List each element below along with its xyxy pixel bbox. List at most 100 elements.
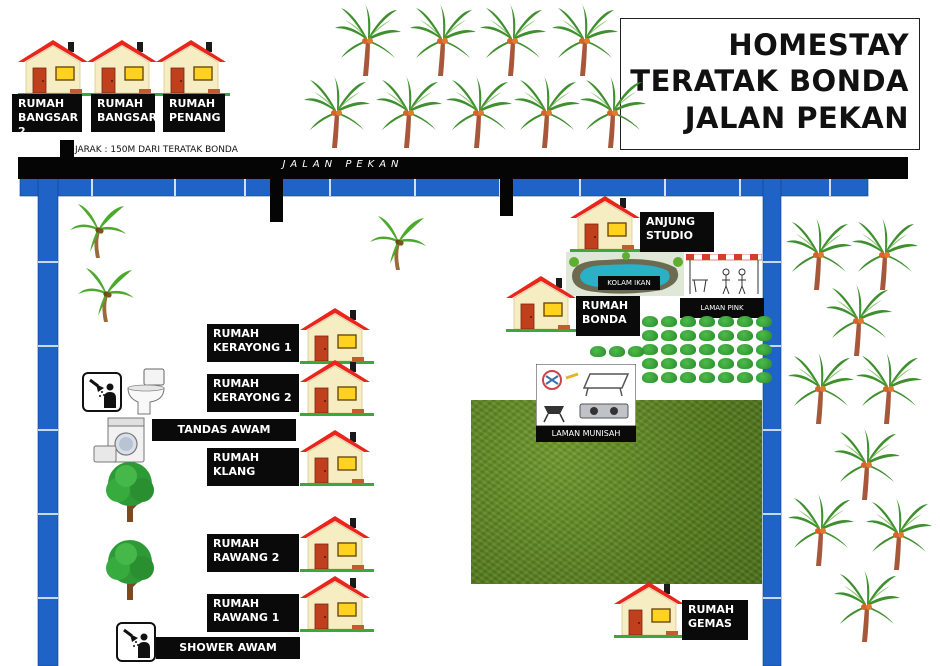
house-icon — [87, 39, 161, 96]
palm-tree-icon — [834, 428, 900, 500]
label-kolam-ikan: KOLAM IKAN — [598, 276, 660, 290]
coconut-tree-icon — [78, 268, 134, 322]
washing-machine-icon — [93, 417, 145, 463]
label-shower-awam: SHOWER AWAM — [156, 637, 300, 659]
road-connector — [500, 176, 513, 216]
market-stall-icon — [686, 254, 762, 295]
palm-tree-icon — [580, 76, 646, 148]
shrub-icon — [661, 330, 677, 341]
shrub-icon — [737, 372, 753, 383]
distance-note: JARAK : 150M DARI TERATAK BONDA — [75, 145, 238, 155]
palm-tree-icon — [335, 4, 401, 76]
shrub-icon — [642, 372, 658, 383]
shrub-icon — [661, 344, 677, 355]
shrub-icon — [628, 346, 644, 357]
shrub-icon — [718, 344, 734, 355]
toilet-icon — [127, 368, 165, 415]
shrub-icon — [642, 344, 658, 355]
road-name: JALAN PEKAN — [282, 159, 404, 170]
shrub-icon — [699, 344, 715, 355]
title-line-1: HOMESTAY — [728, 28, 909, 62]
table-icon — [582, 373, 630, 397]
label-laman-munisah: LAMAN MUNISAH — [536, 426, 636, 442]
shrub-icon — [718, 316, 734, 327]
bush-tree-icon — [104, 462, 156, 524]
title-line-2: TERATAK BONDA — [630, 64, 909, 98]
shrub-icon — [590, 346, 606, 357]
shrub-icon — [680, 358, 696, 369]
house-icon — [156, 39, 230, 96]
shrub-icon — [718, 358, 734, 369]
shrub-icon — [699, 316, 715, 327]
bush-tree-icon — [104, 540, 156, 602]
shrub-area — [590, 346, 645, 357]
palm-tree-icon — [786, 218, 852, 290]
palm-tree-icon — [410, 4, 476, 76]
shrub-icon — [737, 316, 753, 327]
house-icon — [300, 575, 374, 632]
title-box: HOMESTAY TERATAK BONDA JALAN PEKAN — [620, 18, 920, 150]
shrub-icon — [737, 358, 753, 369]
house-icon — [18, 39, 92, 96]
road-connector — [60, 140, 74, 160]
shrub-icon — [756, 358, 772, 369]
palm-tree-icon — [446, 76, 512, 148]
house-icon — [506, 275, 580, 332]
shrub-icon — [642, 358, 658, 369]
shrub-area — [642, 316, 773, 383]
grill-icon — [542, 370, 562, 390]
shrub-icon — [642, 330, 658, 341]
road-jalan-pekan: JALAN PEKAN — [18, 157, 908, 179]
house-icon — [300, 429, 374, 486]
palm-tree-icon — [304, 76, 370, 148]
shrub-icon — [680, 316, 696, 327]
palm-tree-icon — [866, 498, 932, 570]
shrub-icon — [737, 344, 753, 355]
coconut-tree-icon — [370, 216, 426, 270]
shower-icon — [82, 372, 122, 412]
label-tandas-awam: TANDAS AWAM — [152, 419, 296, 441]
palm-tree-icon — [376, 76, 442, 148]
title-line-3: JALAN PEKAN — [684, 101, 909, 135]
shrub-icon — [680, 372, 696, 383]
shrub-icon — [699, 330, 715, 341]
shrub-icon — [661, 316, 677, 327]
grill-icon — [543, 406, 565, 423]
road-connector — [270, 176, 283, 222]
palm-tree-icon — [834, 570, 900, 642]
shrub-icon — [699, 372, 715, 383]
shrub-icon — [680, 344, 696, 355]
shrub-icon — [661, 372, 677, 383]
shrub-icon — [718, 330, 734, 341]
shower-icon — [116, 622, 156, 662]
stove-icon — [579, 403, 629, 419]
palm-tree-icon — [826, 284, 892, 356]
house-icon — [570, 195, 644, 252]
shrub-icon — [756, 344, 772, 355]
shrub-icon — [756, 330, 772, 341]
shrub-icon — [699, 358, 715, 369]
house-icon — [614, 581, 688, 638]
palm-tree-icon — [788, 494, 854, 566]
shrub-icon — [642, 316, 658, 327]
shrub-icon — [609, 346, 625, 357]
shrub-icon — [718, 372, 734, 383]
shrub-icon — [661, 358, 677, 369]
house-icon — [300, 307, 374, 364]
house-icon — [300, 359, 374, 416]
palm-tree-icon — [852, 218, 918, 290]
house-icon — [300, 515, 374, 572]
palm-tree-icon — [788, 352, 854, 424]
shrub-icon — [680, 330, 696, 341]
shrub-icon — [756, 316, 772, 327]
